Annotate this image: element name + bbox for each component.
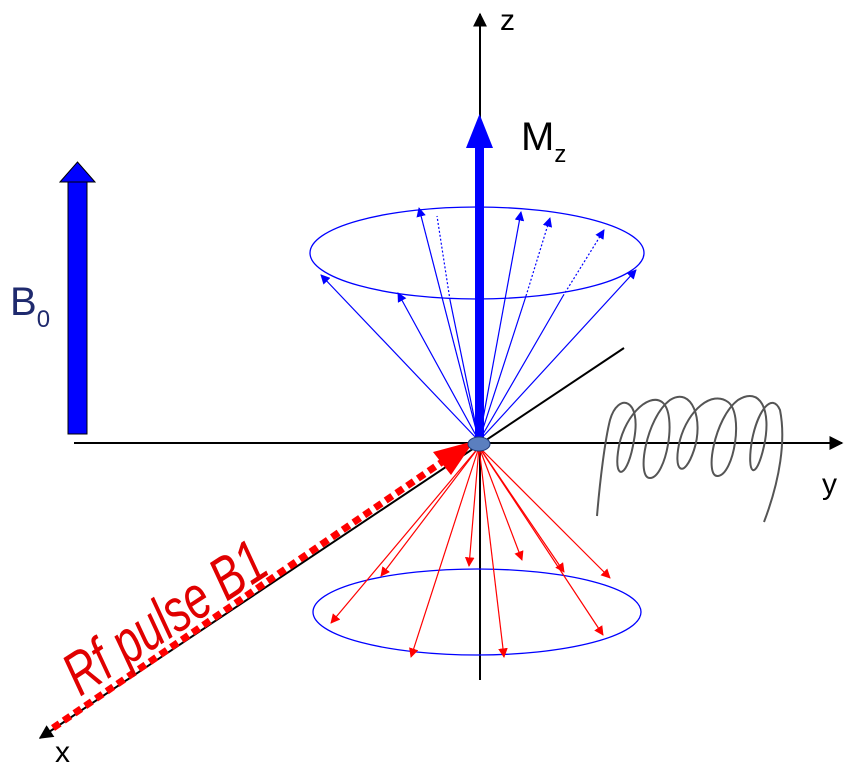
lower-cone-vector xyxy=(464,446,480,567)
magnetization-arrow xyxy=(466,114,493,443)
origin-point xyxy=(467,436,491,452)
magnetization-label-main: M xyxy=(521,115,554,159)
y-axis-label: y xyxy=(822,468,837,501)
b0-field-label-sub: 0 xyxy=(37,306,50,333)
rf-coil-helix-icon xyxy=(596,394,784,523)
lower-cone-ellipse xyxy=(312,568,642,656)
b0-field-label: B0 xyxy=(10,280,50,333)
rf-pulse-arrow xyxy=(51,441,474,731)
upper-cone-vector xyxy=(478,295,564,442)
lower-cone-vector xyxy=(330,446,480,624)
upper-cone xyxy=(309,206,645,442)
rf-pulse-label: Rf pulse B1 xyxy=(51,527,280,708)
upper-cone-vector xyxy=(562,229,605,297)
upper-cone-vector xyxy=(397,292,480,442)
magnetization-label-sub: z xyxy=(554,141,566,168)
upper-cone-vector xyxy=(416,207,480,442)
lower-cone-vector xyxy=(478,446,524,561)
b0-field-arrow xyxy=(58,161,97,435)
upper-cone-vector xyxy=(525,217,553,297)
lower-cone-vector xyxy=(478,446,508,658)
upper-cone-vector xyxy=(320,274,480,442)
lower-cone xyxy=(312,446,642,658)
lower-cone-vector xyxy=(409,446,480,658)
upper-cone-vector xyxy=(449,299,480,442)
b0-field-label-main: B xyxy=(10,280,37,324)
lower-cone-vector xyxy=(478,446,611,579)
upper-cone-vector xyxy=(478,295,527,442)
upper-cone-vector xyxy=(478,211,525,442)
magnetization-label: Mz xyxy=(521,115,566,168)
upper-cone-vector xyxy=(478,269,637,442)
lower-cone-vector xyxy=(380,446,480,577)
x-axis-label: x xyxy=(55,736,70,763)
x-axis xyxy=(38,347,625,739)
z-axis-label: z xyxy=(500,4,515,37)
lower-cone-vector xyxy=(478,446,604,636)
